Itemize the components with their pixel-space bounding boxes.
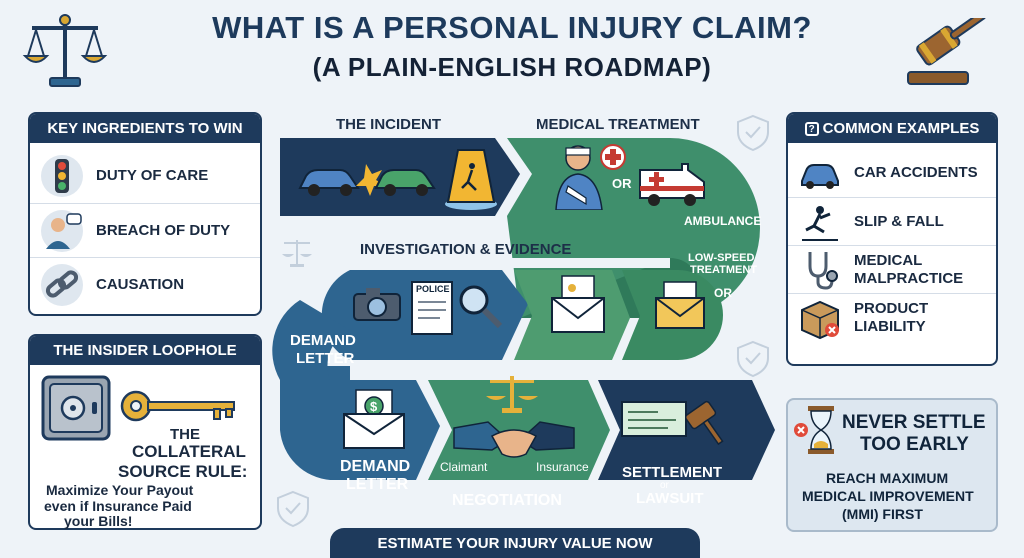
page-title: WHAT IS A PERSONAL INJURY CLAIM? (212, 10, 812, 45)
safe-icon (41, 375, 111, 441)
settlement-or-label: or (660, 480, 669, 491)
driver-chat-icon (41, 209, 83, 252)
loophole-text-insurance: even if Insurance Paid (44, 498, 192, 514)
gavel-icon (907, 18, 987, 85)
item-label: CAR ACCIDENTS (854, 164, 978, 182)
step-label-incident: THE INCIDENT (336, 116, 441, 133)
scales-of-justice-icon (22, 14, 108, 87)
insider-loophole-header: THE INSIDER LOOPHOLE (30, 336, 260, 365)
box-icon (801, 300, 839, 339)
shield-icon (737, 340, 769, 378)
negotiation-scales-icon (486, 376, 538, 413)
never-settle-sub-3: (MMI) FIRST (842, 506, 923, 522)
medical-or-label: OR (612, 176, 632, 191)
demand-letter-label-2: LETTER (346, 476, 409, 493)
evidence-envelope-icon (551, 275, 605, 333)
police-label: POLICE (416, 284, 450, 294)
never-settle-title-2: TOO EARLY (860, 434, 969, 455)
ambulance-label: AMBULANCE (684, 214, 762, 228)
loophole-text-bills: your Bills! (64, 513, 133, 529)
list-item-breach-of-duty: BREACH OF DUTY (30, 203, 260, 257)
settlement-label: SETTLEMENT (622, 464, 722, 481)
never-settle-sub-1: REACH MAXIMUM (826, 470, 949, 486)
scales-of-justice-icon (282, 240, 312, 267)
item-label: DUTY OF CARE (96, 167, 209, 185)
item-label: CAUSATION (96, 275, 185, 293)
treatment-or-label: OR (714, 286, 732, 300)
key-ingredients-panel: KEY INGREDIENTS TO WIN DUTY OF CARE BREA… (28, 112, 262, 316)
list-item-slip-fall: SLIP & FALL (788, 197, 996, 245)
list-item-car-accidents: CAR ACCIDENTS (788, 149, 996, 197)
medical-cross-icon (600, 144, 626, 170)
common-examples-panel: ?COMMON EXAMPLES CAR ACCIDENTS SLIP & FA… (786, 112, 998, 366)
svg-text:$: $ (370, 399, 378, 414)
ambulance-icon (639, 163, 705, 206)
police-report-icon (411, 281, 453, 335)
common-examples-title: COMMON EXAMPLES (822, 120, 980, 137)
chain-link-icon (41, 263, 83, 306)
demand-letter-left-1: DEMAND (290, 332, 356, 349)
step-label-medical: MEDICAL TREATMENT (536, 116, 700, 133)
loophole-text-maximize: Maximize Your Payout (46, 482, 194, 498)
page-subtitle: (A PLAIN-ENGLISH ROADMAP) (312, 52, 712, 82)
item-label-line-1: PRODUCT (854, 300, 929, 318)
traffic-light-icon (41, 155, 83, 197)
car-icon (801, 164, 839, 189)
estimate-injury-value-button[interactable]: ESTIMATE YOUR INJURY VALUE NOW (330, 528, 700, 558)
step-label-investigation: INVESTIGATION & EVIDENCE (360, 241, 572, 258)
insurance-label: Insurance (536, 460, 589, 474)
magnifier-icon (459, 285, 503, 329)
demand-letter-envelope-icon: $ (343, 389, 405, 449)
lawsuit-label: LAWSUIT (636, 490, 704, 507)
injured-person-icon (555, 145, 603, 210)
loophole-text-source-rule: SOURCE RULE: (118, 462, 248, 481)
common-examples-header: ?COMMON EXAMPLES (788, 114, 996, 143)
item-label-line-2: MALPRACTICE (854, 269, 964, 287)
item-label-line-2: LIABILITY (854, 317, 926, 335)
hourglass-icon (794, 406, 834, 454)
shield-icon (737, 114, 769, 152)
camera-icon (353, 288, 401, 321)
stethoscope-icon (808, 251, 838, 290)
list-item-causation: CAUSATION (30, 257, 260, 311)
car-crash-icon (298, 164, 436, 196)
check-gavel-icon (621, 400, 724, 446)
never-settle-sub-2: MEDICAL IMPROVEMENT (802, 488, 974, 504)
low-speed-label: LOW-SPEED (688, 252, 755, 264)
key-icon (120, 390, 235, 422)
loophole-text-the: THE (170, 426, 200, 443)
negotiation-label: NEGOTIATION (452, 492, 562, 509)
never-settle-title-1: NEVER SETTLE (842, 412, 986, 433)
loophole-text-collateral: COLLATERAL (132, 442, 246, 461)
item-label: BREACH OF DUTY (96, 221, 231, 239)
treatment-label: TREATMENT (690, 264, 758, 276)
item-label-line-1: MEDICAL (854, 252, 923, 270)
question-icon: ? (804, 122, 819, 137)
shield-icon (277, 490, 309, 528)
claimant-label: Claimant (440, 460, 488, 474)
wet-floor-sign-icon (445, 149, 497, 210)
handshake-icon (453, 421, 575, 458)
insider-loophole-panel: THE INSIDER LOOPHOLE (28, 334, 262, 530)
item-label: SLIP & FALL (854, 212, 944, 230)
demand-letter-label-1: DEMAND (340, 458, 411, 475)
key-ingredients-header: KEY INGREDIENTS TO WIN (30, 114, 260, 143)
list-item-duty-of-care: DUTY OF CARE (30, 149, 260, 203)
demand-letter-left-2: LETTER (296, 350, 355, 367)
envelope-icon (655, 281, 705, 329)
slip-fall-icon (802, 205, 838, 241)
